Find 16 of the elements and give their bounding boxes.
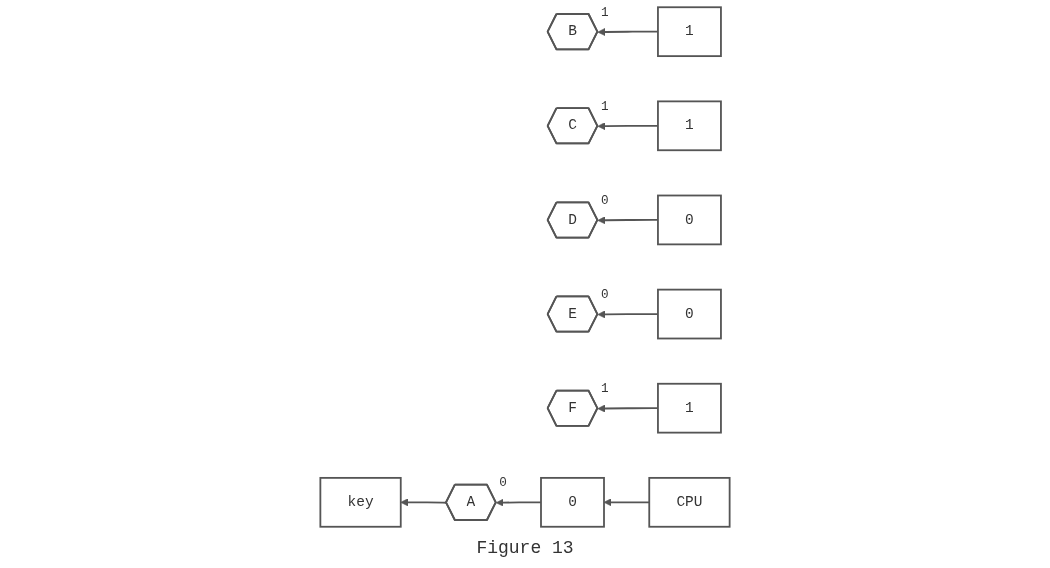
bit-label: 1: [601, 98, 609, 114]
node-box: CPU: [648, 476, 731, 528]
bit-label: 0: [499, 475, 507, 491]
bit-label: 0: [601, 193, 609, 209]
node-box: 1: [657, 100, 722, 152]
node-box: key: [319, 476, 402, 528]
node-box: 0: [657, 288, 722, 340]
node-box: 1: [657, 6, 722, 58]
figure-caption: Figure 13: [476, 537, 574, 560]
bit-label: 1: [601, 381, 609, 397]
node-box: 0: [657, 194, 722, 246]
node-box: 1: [657, 382, 722, 434]
arrow: [495, 498, 542, 507]
bit-label: 1: [601, 4, 609, 20]
bit-label: 0: [601, 287, 609, 303]
node-box: 0: [540, 476, 605, 528]
